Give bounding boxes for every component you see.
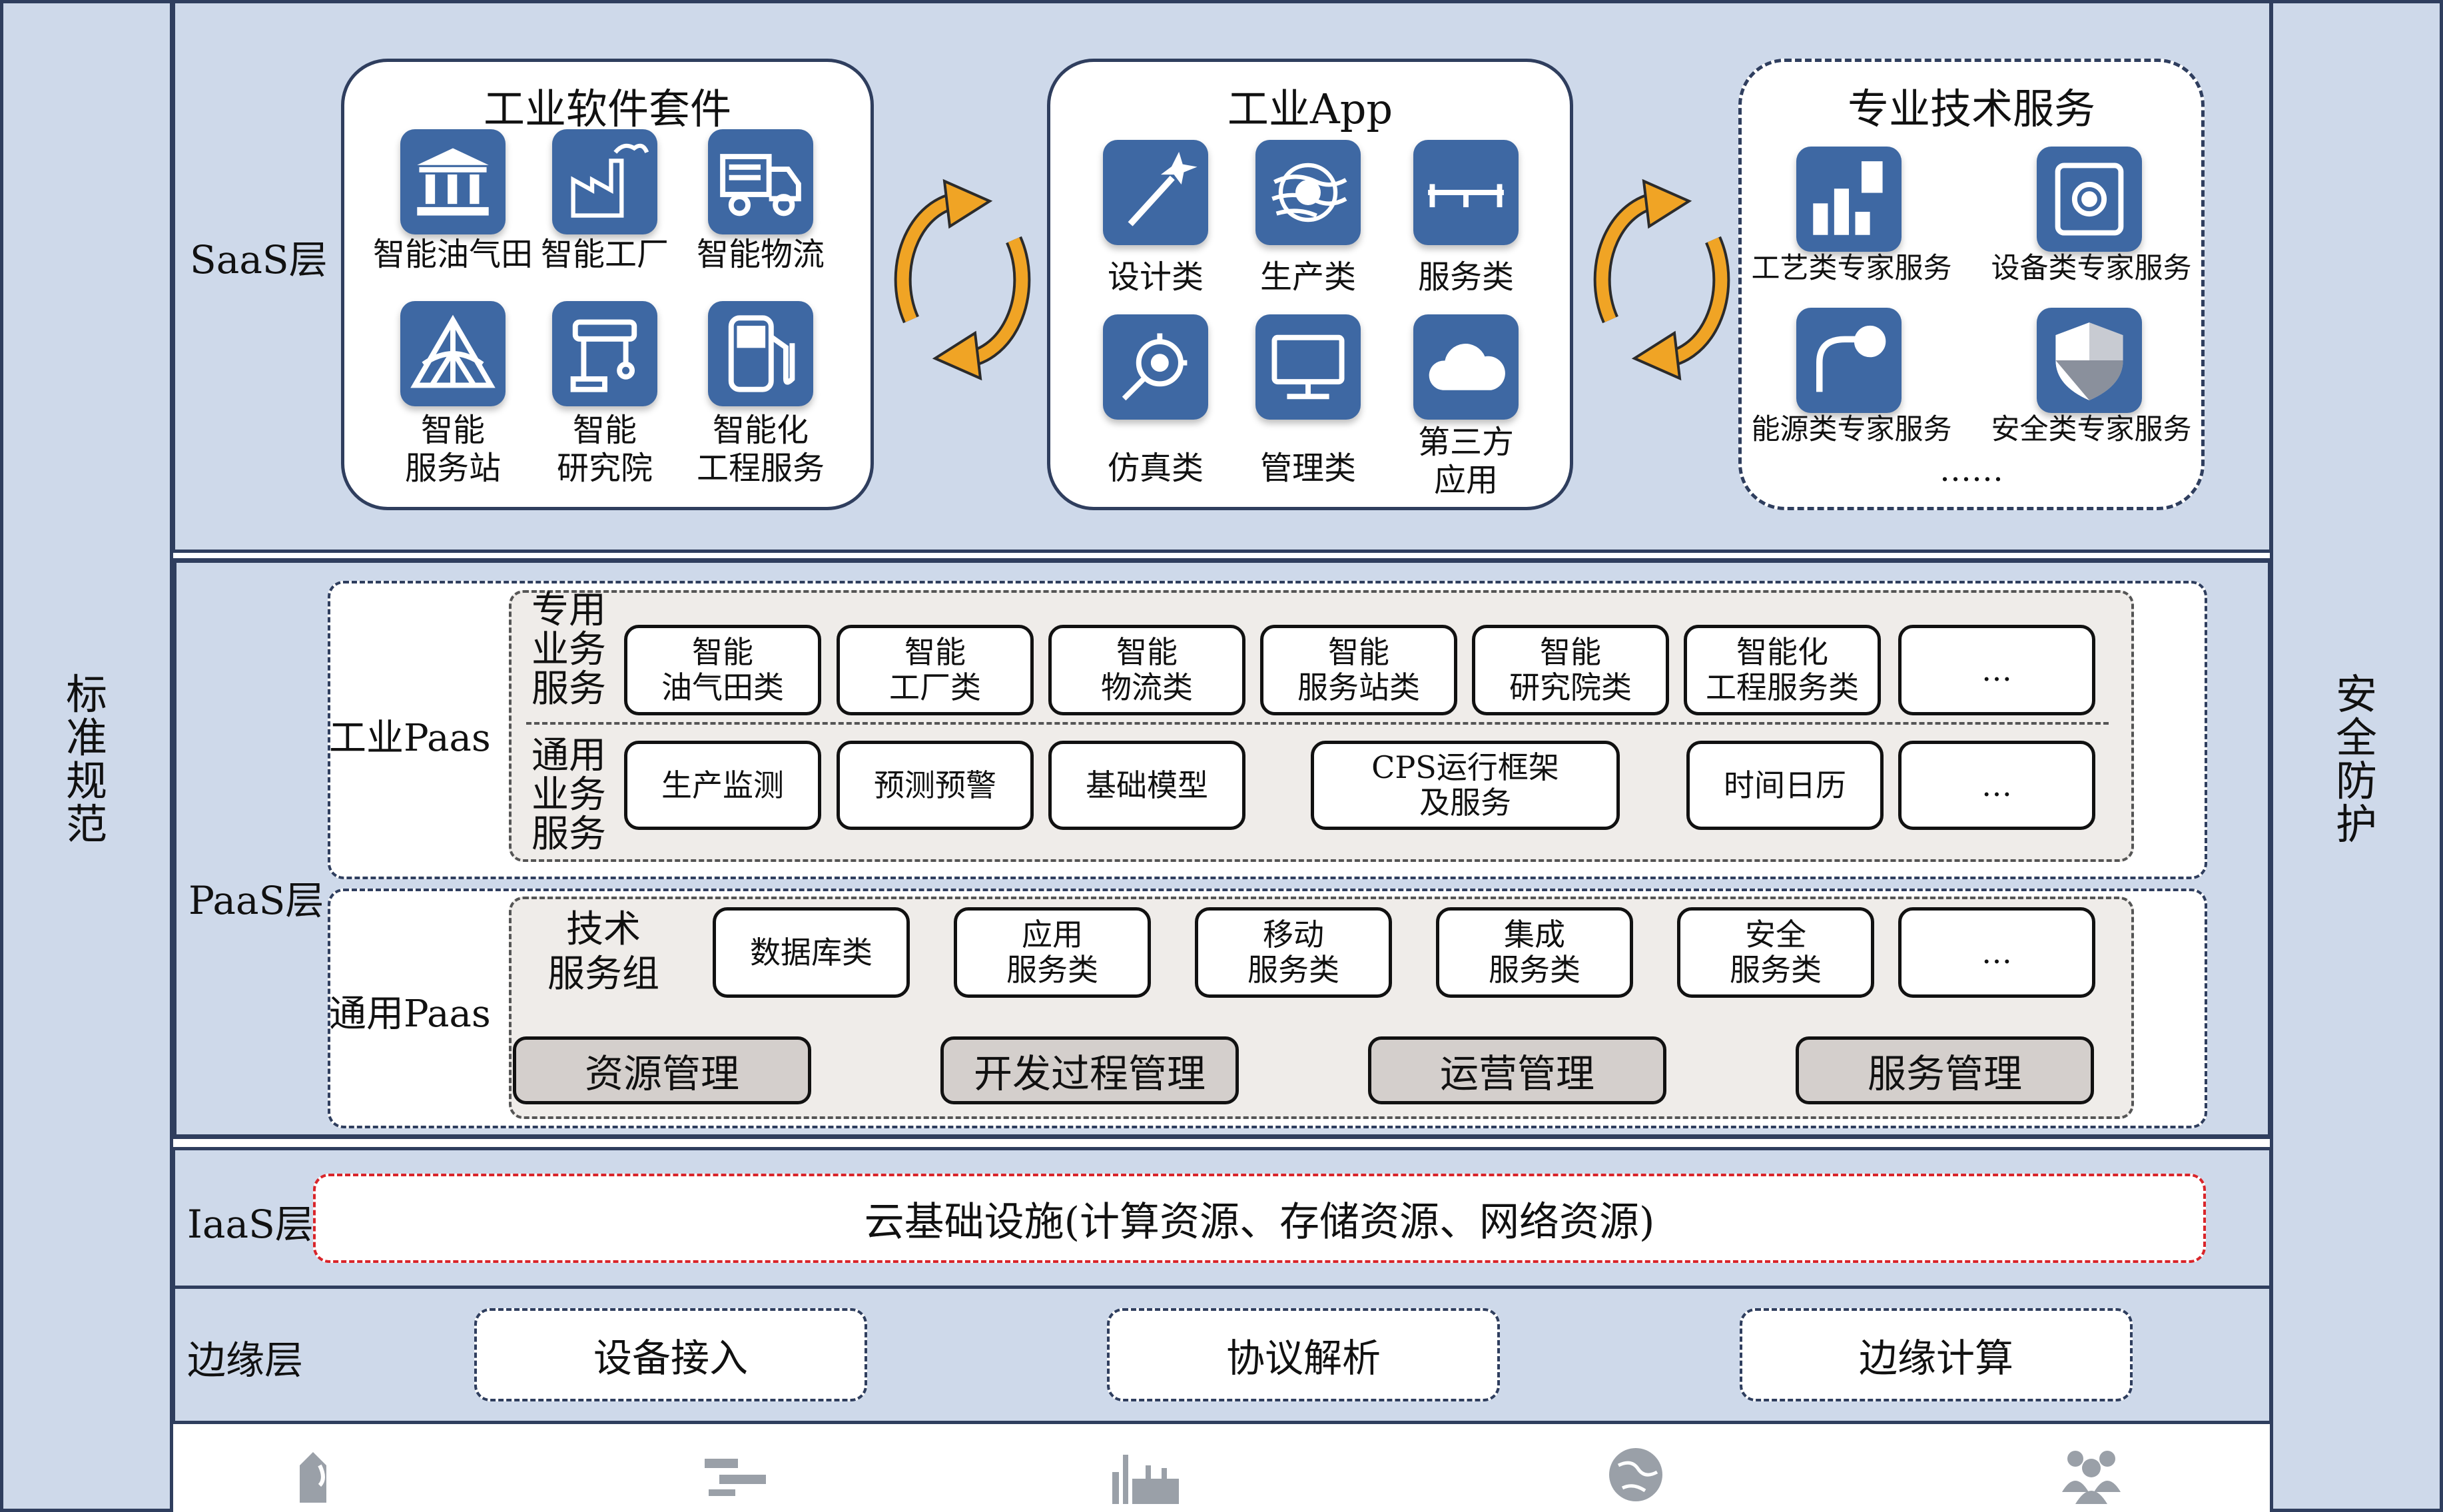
operation-mgmt-box: 运营管理 — [1368, 1036, 1666, 1104]
shield-icon — [2037, 308, 2142, 413]
industrial-paas-label: 工业Paas — [329, 717, 491, 760]
general-item-2: 预测预警 — [837, 741, 1034, 830]
monitor-icon — [1255, 314, 1361, 420]
security-label: 安 全 防 护 — [2335, 670, 2377, 849]
general-item-1: 生产监测 — [624, 741, 821, 830]
bottom-icon-strip — [174, 1424, 2268, 1512]
app-label-5: 管理类 — [1259, 450, 1356, 487]
oil-drop-icon — [280, 1439, 360, 1505]
industrial-app-panel: 工业App — [1047, 59, 1573, 510]
refinery-icon — [1106, 1439, 1186, 1505]
tech-service-group-label: 技术 服务组 — [547, 908, 659, 996]
special-item-5: 智能 研究院类 — [1472, 625, 1669, 715]
industrial-divider — [526, 722, 2109, 725]
special-services-label: 专用 业务 服务 — [531, 589, 606, 711]
special-item-more: … — [1898, 625, 2095, 715]
edge-layer-label: 边缘层 — [187, 1337, 304, 1383]
truck-icon — [708, 129, 813, 234]
ruler-icon — [1413, 140, 1519, 245]
expert-label-3: 能源类专家服务 — [1751, 413, 1952, 446]
saas-layer-label: SaaS层 — [190, 237, 328, 282]
special-item-3: 智能 物流类 — [1048, 625, 1245, 715]
dev-process-mgmt-box: 开发过程管理 — [940, 1036, 1239, 1104]
suite-label-6: 智能化 工程服务 — [696, 412, 825, 487]
special-item-4: 智能 服务站类 — [1260, 625, 1457, 715]
general-item-5: 时间日历 — [1686, 741, 1884, 830]
globe-icon — [1596, 1439, 1676, 1505]
standards-column: 标 准 规 范 — [0, 0, 173, 1512]
app-label-1: 设计类 — [1107, 258, 1204, 296]
building-icon — [400, 129, 506, 234]
tech-item-more: … — [1898, 907, 2095, 998]
target-icon — [1103, 314, 1208, 420]
special-item-2: 智能 工厂类 — [837, 625, 1034, 715]
tech-services-title: 专业技术服务 — [1847, 85, 2095, 133]
tech-services-panel: 专业技术服务 …… — [1738, 59, 2205, 510]
paas-layer-label: PaaS层 — [188, 878, 324, 923]
general-item-4: CPS运行框架 及服务 — [1311, 741, 1620, 830]
resource-mgmt-box: 资源管理 — [513, 1036, 811, 1104]
expert-label-4: 安全类专家服务 — [1991, 413, 2192, 446]
robot-arm-icon — [552, 301, 657, 406]
protocol-parse-box: 协议解析 — [1107, 1308, 1500, 1401]
tent-icon — [400, 301, 506, 406]
suite-label-3: 智能物流 — [696, 236, 825, 273]
general-item-more: … — [1898, 741, 2095, 830]
standards-label: 标 准 规 范 — [65, 670, 107, 849]
app-label-3: 服务类 — [1417, 258, 1514, 296]
expert-label-2: 设备类专家服务 — [1991, 252, 2192, 285]
fuel-pump-icon — [708, 301, 813, 406]
device-gear-icon — [2037, 147, 2142, 252]
app-label-4: 仿真类 — [1107, 450, 1204, 487]
people-icon — [2051, 1439, 2131, 1505]
tech-item-1: 数据库类 — [713, 907, 910, 998]
magic-wand-icon — [1103, 140, 1208, 245]
pipeline-icon — [699, 1439, 779, 1505]
factory-icon — [552, 129, 657, 234]
expert-label-1: 工艺类专家服务 — [1751, 252, 1952, 285]
bars-icon — [1796, 147, 1902, 252]
software-suite-title: 工业软件套件 — [483, 85, 731, 133]
app-label-2: 生产类 — [1259, 258, 1356, 296]
special-item-1: 智能 油气田类 — [624, 625, 821, 715]
special-item-6: 智能化 工程服务类 — [1684, 625, 1881, 715]
cycle-arrows-left-icon — [894, 179, 1031, 381]
app-label-6: 第三方 应用 — [1417, 424, 1514, 499]
iaas-layer-label: IaaS层 — [187, 1202, 314, 1247]
edge-compute-box: 边缘计算 — [1740, 1308, 2133, 1401]
suite-label-4: 智能 服务站 — [404, 412, 501, 487]
cycle-arrows-right-icon — [1593, 179, 1730, 381]
tech-item-5: 安全 服务类 — [1677, 907, 1874, 998]
general-services-label: 通用 业务 服务 — [531, 734, 606, 856]
tech-services-more: …… — [1939, 452, 2003, 489]
service-mgmt-box: 服务管理 — [1796, 1036, 2094, 1104]
suite-label-5: 智能 研究院 — [556, 412, 653, 487]
cloud-infra-box: 云基础设施(计算资源、存储资源、网络资源) — [313, 1174, 2206, 1263]
cloud-icon — [1413, 314, 1519, 420]
gear-swirl-icon — [1255, 140, 1361, 245]
industrial-app-title: 工业App — [1227, 85, 1393, 133]
suite-label-1: 智能油气田 — [372, 236, 533, 273]
common-paas-label: 通用Paas — [329, 992, 491, 1036]
tech-item-3: 移动 服务类 — [1195, 907, 1392, 998]
tech-item-4: 集成 服务类 — [1436, 907, 1633, 998]
energy-icon — [1796, 308, 1902, 413]
tech-item-2: 应用 服务类 — [954, 907, 1151, 998]
suite-label-2: 智能工厂 — [540, 236, 669, 273]
general-item-3: 基础模型 — [1048, 741, 1245, 830]
device-access-box: 设备接入 — [474, 1308, 867, 1401]
security-column: 安 全 防 护 — [2270, 0, 2443, 1512]
cloud-infra-text: 云基础设施(计算资源、存储资源、网络资源) — [864, 1198, 1655, 1246]
